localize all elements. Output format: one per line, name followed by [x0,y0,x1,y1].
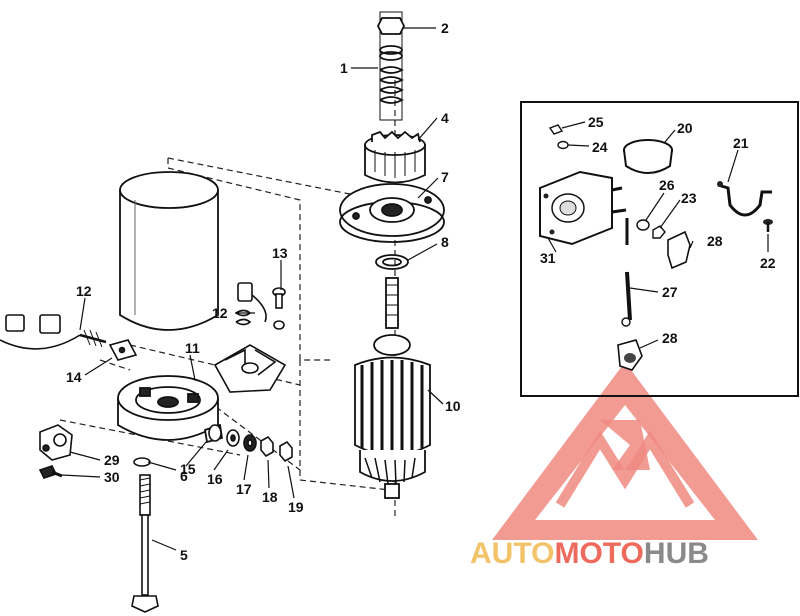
part-label-19: 19 [288,499,304,515]
watermark-wordmark: AUTOMOTOHUB [470,537,709,570]
part-label-24: 24 [592,139,608,155]
part-label-20: 20 [677,120,693,136]
part-label-29: 29 [104,452,120,468]
part-labels: 1 2 4 7 8 10 13 12 11 12 14 15 16 17 18 … [66,20,776,563]
brush-screw [272,287,286,309]
leader-lines [61,27,769,551]
part-label-10: 10 [445,398,461,414]
part-label-16: 16 [207,471,223,487]
thrust-washer [375,254,409,270]
part-label-18: 18 [262,489,278,505]
part-label-26: 26 [659,177,675,193]
part-label-2: 2 [441,20,449,36]
part-label-5: 5 [180,547,188,563]
field-frame [119,171,219,331]
pinion-stop-assembly [376,11,406,121]
part-label-27: 27 [662,284,678,300]
commutator-end-cap [117,375,224,444]
part-label-13: 13 [272,245,288,261]
watermark-auto: AUTO [470,537,554,570]
brush-set-left [0,314,107,350]
brush-plate [213,344,287,393]
part-label-30: 30 [104,469,120,485]
part-label-12-right: 12 [212,305,228,321]
part-label-17: 17 [236,481,252,497]
logo-m-stroke [555,430,695,508]
clamp-and-bolt [38,424,73,479]
part-label-11: 11 [185,340,200,356]
part-label-7: 7 [441,169,449,185]
part-label-28-upper: 28 [707,233,723,249]
solenoid-inset [520,101,799,397]
brush-holder-bracket [108,339,138,361]
part-label-15: 15 [180,461,196,477]
inset-border [520,101,799,397]
drive-end-cap [339,183,445,243]
drive-pinion [364,130,426,184]
watermark-moto: MOTO [554,537,643,570]
terminal-hardware [208,424,293,463]
through-bolt [131,474,159,613]
armature [354,277,431,499]
part-label-14: 14 [66,369,82,385]
part-label-8: 8 [441,234,449,250]
part-label-22: 22 [760,255,776,271]
watermark-logo [492,362,758,540]
lockwasher [133,457,151,467]
part-label-4: 4 [441,110,449,126]
part-label-6: 6 [180,468,188,484]
part-label-23: 23 [681,190,697,206]
part-label-12-left: 12 [76,283,92,299]
watermark-hub: HUB [644,537,709,570]
part-label-31: 31 [540,250,556,266]
brush-set-right [235,282,285,330]
part-label-21: 21 [733,135,749,151]
part-label-25: 25 [588,114,604,130]
part-label-28-lower: 28 [662,330,678,346]
part-label-1: 1 [340,60,348,76]
logo-triangle-outer [492,362,758,540]
